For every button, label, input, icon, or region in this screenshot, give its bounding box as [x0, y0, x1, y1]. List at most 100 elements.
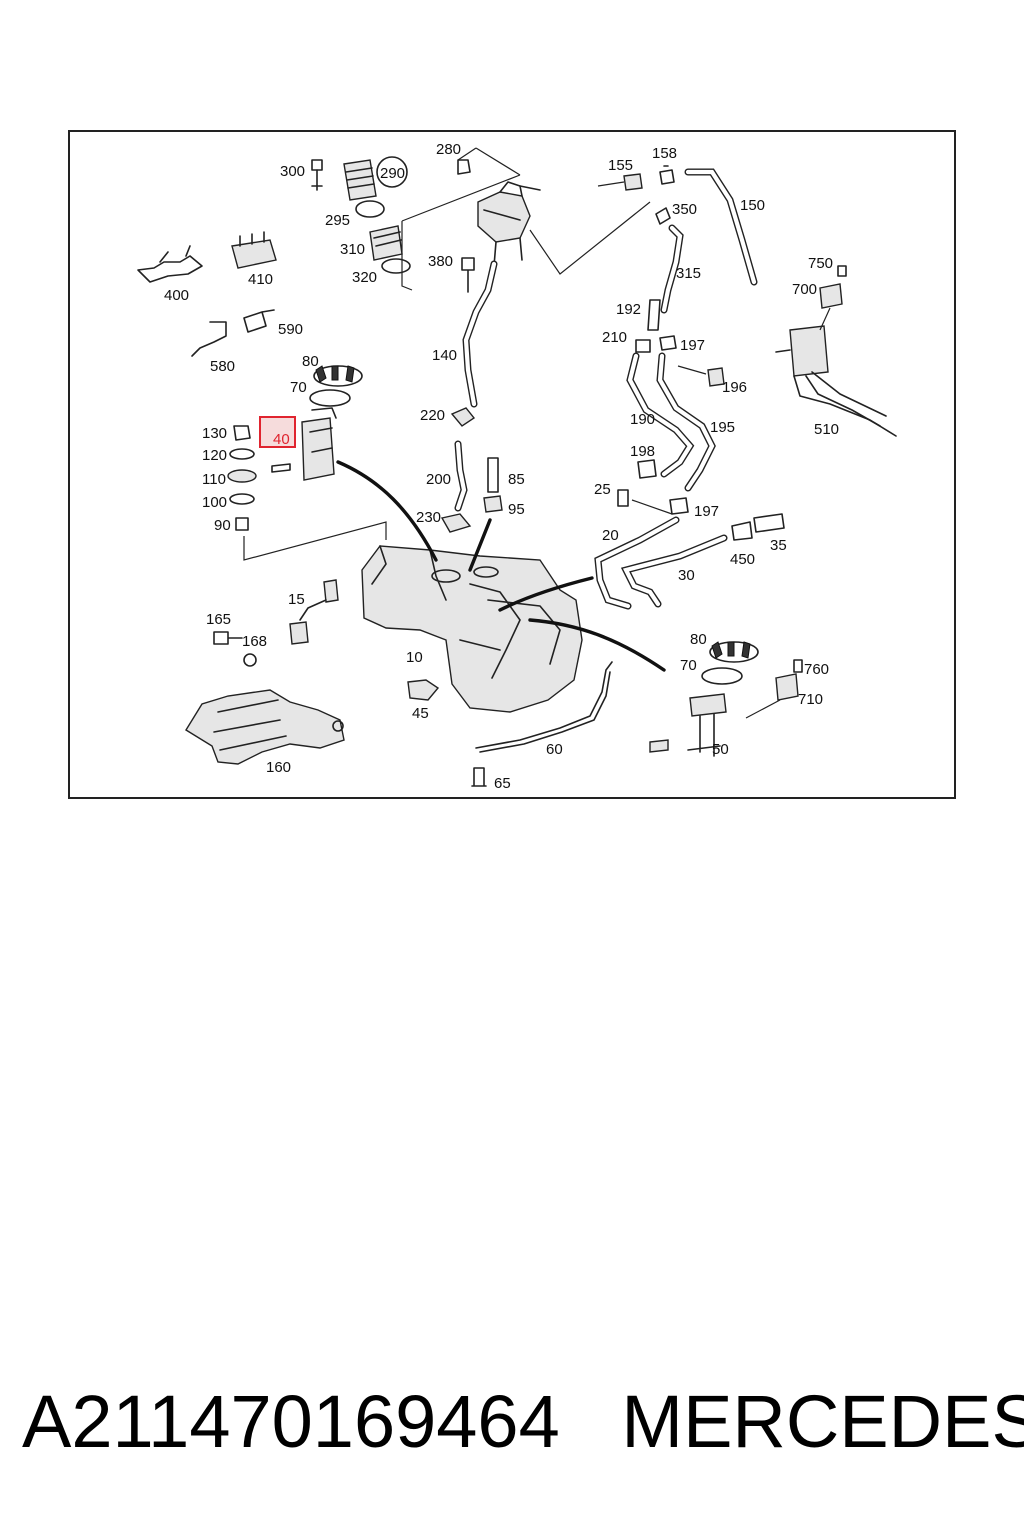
part-197a-clamp-drawing [659, 335, 677, 351]
part-195-pipe-drawing [656, 352, 716, 492]
callout-20: 20 [602, 527, 619, 544]
part-760-plug-drawing [793, 659, 803, 673]
part-320-seal-drawing [381, 258, 411, 274]
callout-130: 130 [202, 425, 227, 442]
part-95-clamp-drawing [483, 495, 503, 513]
part-35-sleeve-drawing [753, 513, 785, 533]
part-70a-seal-drawing [309, 389, 351, 407]
part-230-bracket-drawing [440, 513, 472, 533]
part-300-bolt-drawing [311, 159, 323, 191]
leader-710 [745, 699, 781, 719]
callout-50: 50 [712, 741, 729, 758]
part-80a-lock-ring-drawing [313, 365, 363, 387]
hardware-stack-drawing [227, 425, 257, 531]
callout-158: 158 [652, 145, 677, 162]
part-number: A211470169464 [22, 1380, 560, 1463]
callout-160: 160 [266, 759, 291, 776]
callout-80a: 80 [302, 353, 319, 370]
callout-labels: 300 290 295 310 320 280 380 155 158 350 … [164, 141, 839, 792]
part-220-clip-drawing [450, 407, 476, 427]
brand-name: MERCEDES [621, 1380, 1024, 1463]
arrow-sender-to-tank [528, 618, 666, 672]
callout-710: 710 [798, 691, 823, 708]
callout-300: 300 [280, 163, 305, 180]
part-168-washer-drawing [243, 653, 257, 667]
callout-65: 65 [494, 775, 511, 792]
callout-30: 30 [678, 567, 695, 584]
callout-15: 15 [288, 591, 305, 608]
part-750-plug-drawing [837, 265, 847, 277]
callout-315: 315 [676, 265, 701, 282]
callout-155: 155 [608, 157, 633, 174]
group-90-leader [243, 521, 387, 561]
callout-590: 590 [278, 321, 303, 338]
part-30-pipe-drawing [620, 534, 728, 608]
leader-155 [597, 181, 625, 187]
part-190-pipe-drawing [626, 352, 695, 478]
part-280-bolt-drawing [457, 159, 471, 175]
callout-45: 45 [412, 705, 429, 722]
part-85-sleeve-drawing [487, 457, 499, 493]
callout-320: 320 [352, 269, 377, 286]
part-295-ring-drawing [355, 200, 385, 218]
part-590-clip-drawing [243, 309, 275, 333]
callout-380: 380 [428, 253, 453, 270]
part-410-holder-drawing [231, 231, 277, 269]
caption-gap [560, 1380, 622, 1463]
callout-90: 90 [214, 517, 231, 534]
part-155-sleeve-drawing [623, 173, 643, 191]
part-380-bolt-drawing [461, 257, 475, 293]
callout-140: 140 [432, 347, 457, 364]
part-510-harness-drawing [775, 325, 897, 437]
callout-100: 100 [202, 494, 227, 511]
callout-70a: 70 [290, 379, 307, 396]
part-50-level-sender-drawing [649, 693, 727, 757]
callout-85: 85 [508, 471, 525, 488]
filler-neck-drawing [477, 181, 541, 267]
part-198-clamp-drawing [637, 459, 657, 479]
leader-196-arrow [677, 365, 707, 375]
callout-120: 120 [202, 447, 227, 464]
part-70b-seal-drawing [701, 667, 743, 685]
callout-200: 200 [426, 471, 451, 488]
callout-510: 510 [814, 421, 839, 438]
callout-290: 290 [380, 165, 405, 182]
callout-450: 450 [730, 551, 755, 568]
part-290-cap-drawing [343, 156, 408, 201]
part-25-fitting-drawing [617, 489, 629, 507]
callout-580: 580 [210, 358, 235, 375]
part-350-fitting-drawing [655, 207, 671, 225]
callout-110: 110 [202, 471, 226, 488]
group-280-leader [457, 147, 651, 275]
callout-70b: 70 [680, 657, 697, 674]
arrow-85-to-tank [468, 518, 492, 572]
callout-195: 195 [710, 419, 735, 436]
part-158-clamp-drawing [659, 165, 675, 185]
part-80b-lock-ring-drawing [709, 641, 759, 663]
callout-10: 10 [406, 649, 423, 666]
callout-198: 198 [630, 443, 655, 460]
part-315-hose-drawing [660, 224, 684, 314]
part-65-bolt-drawing [471, 767, 487, 787]
callout-400: 400 [164, 287, 189, 304]
callout-700: 700 [792, 281, 817, 298]
callout-80b: 80 [690, 631, 707, 648]
highlight-box-40 [259, 416, 296, 448]
callout-197b: 197 [694, 503, 719, 520]
group-290-leader [401, 174, 521, 291]
callout-25: 25 [594, 481, 611, 498]
callout-150: 150 [740, 197, 765, 214]
part-40-fuel-pump-drawing [271, 407, 337, 481]
callout-35: 35 [770, 537, 787, 554]
callout-95: 95 [508, 501, 525, 518]
part-310-bellow-drawing [369, 225, 403, 261]
part-200-hose-drawing [454, 440, 468, 512]
part-210-clamp-drawing [635, 339, 651, 353]
callout-295: 295 [325, 212, 350, 229]
part-150-hose-drawing [684, 168, 758, 286]
leader-700 [819, 307, 831, 331]
arrow-pipes-to-tank [498, 576, 594, 612]
part-10-fuel-tank-drawing [361, 545, 583, 713]
part-15-connector-drawing [289, 579, 339, 645]
